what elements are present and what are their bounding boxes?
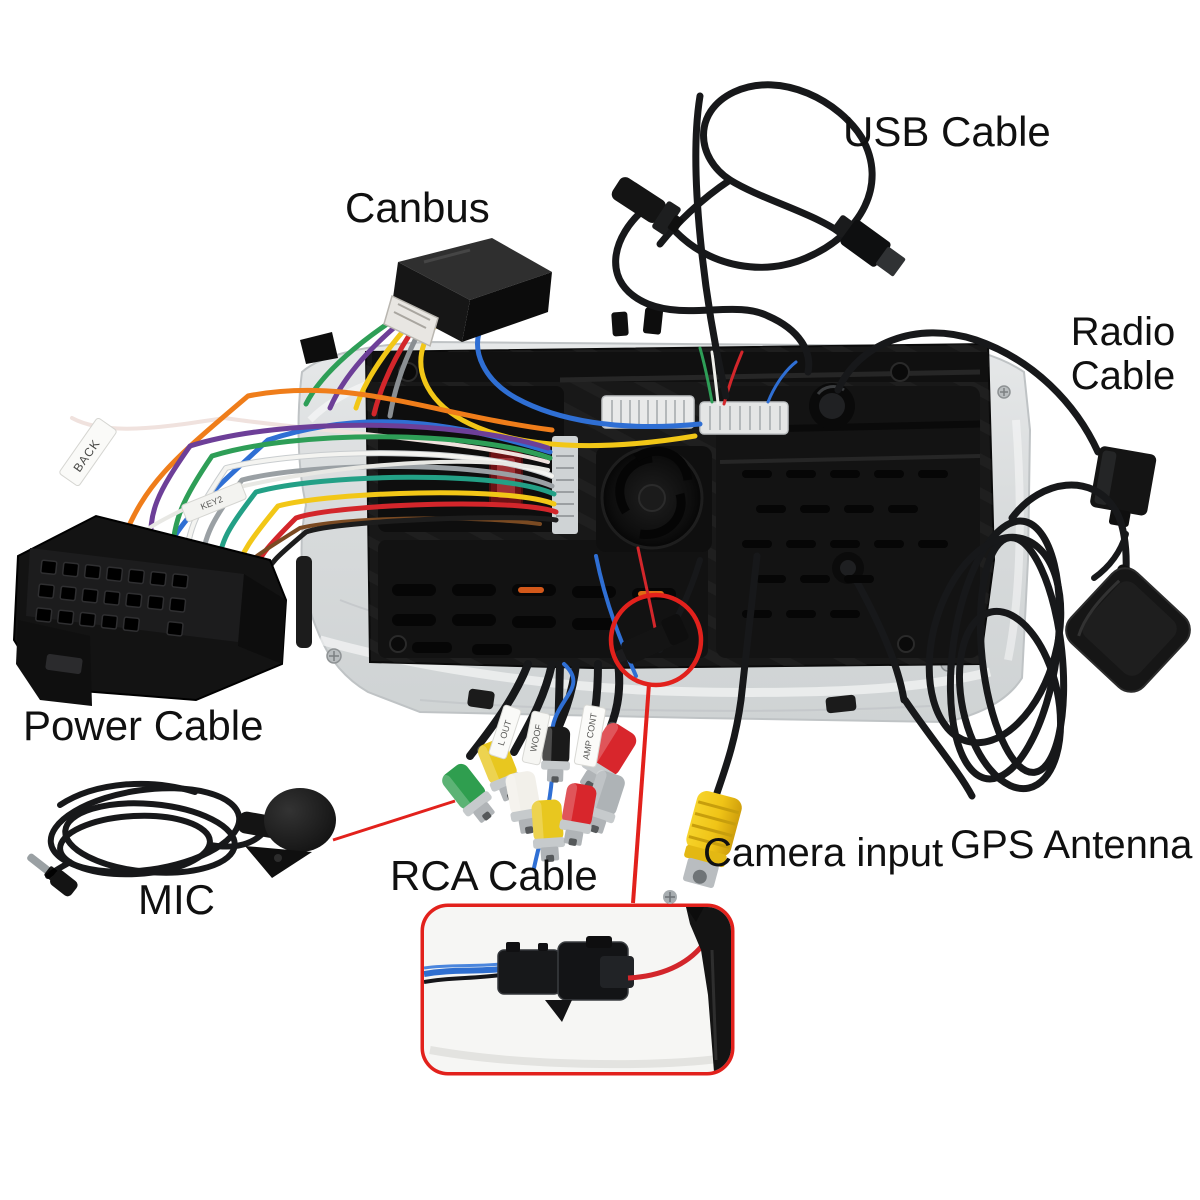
- camera-rca-plug: [682, 790, 742, 888]
- inset-screw: [663, 890, 677, 904]
- bottom-tab: [825, 694, 857, 714]
- head-unit-rear: [296, 307, 1032, 724]
- label-camera-input: Camera input: [703, 831, 943, 875]
- rca-tag-lout: L OUT: [488, 704, 522, 760]
- mic-jack: [27, 853, 78, 897]
- rail-end: [300, 332, 338, 364]
- rca-cables: L OUT WOOF AMP CONT: [438, 658, 641, 870]
- plate-bracket: [296, 556, 312, 648]
- label-gps-antenna: GPS Antenna: [950, 823, 1193, 867]
- harness-socket: [552, 436, 578, 534]
- label-canbus: Canbus: [345, 184, 490, 231]
- wire-tag-back: BACK: [59, 417, 117, 487]
- usb-cable: [611, 81, 906, 400]
- board-wires: [698, 346, 798, 406]
- mounting-tab: [642, 307, 664, 335]
- usb-extension-plug: [611, 177, 684, 235]
- rca-tag-ampcont: AMP CONT: [573, 704, 607, 768]
- mounting-tab: [611, 311, 629, 337]
- canbus-wires: [303, 319, 419, 419]
- radio-antenna-socket: [809, 383, 855, 429]
- inset-photo: [424, 907, 731, 1072]
- board-connectors: [601, 395, 789, 435]
- label-radio-line2: Cable: [1071, 354, 1176, 398]
- mic-head: [237, 788, 336, 878]
- label-radio-line1: Radio: [1071, 310, 1176, 354]
- gps-antenna: [901, 481, 1191, 800]
- annotation-line-mic: [332, 799, 456, 842]
- microphone: [27, 780, 336, 897]
- rca-tag-woofer: WOOF: [521, 710, 551, 766]
- labels: USB Cable Canbus Radio Cable Power Cable…: [23, 108, 1193, 923]
- annotation-leader-line: [631, 683, 651, 904]
- inset-detail: [420, 890, 735, 1076]
- label-power-cable: Power Cable: [23, 702, 263, 749]
- camera-input-connector: [682, 552, 761, 888]
- mic-clip: [245, 846, 312, 878]
- label-usb-cable: USB Cable: [843, 108, 1051, 155]
- glow-slot: [518, 587, 544, 593]
- chassis-screws: [389, 362, 915, 653]
- label-mic: MIC: [138, 876, 215, 923]
- mic-cable-coil: [45, 780, 265, 879]
- power-harness: BACK KEY2: [59, 387, 559, 581]
- gps-cable-coil: [901, 481, 1130, 800]
- cooling-fan: [596, 446, 712, 552]
- power-connector: [12, 514, 288, 706]
- bottom-tab: [467, 688, 495, 710]
- gps-puck: [1065, 567, 1191, 693]
- back-wire: [70, 416, 550, 464]
- canbus-box: [303, 238, 703, 449]
- wire-tag-key: KEY2: [181, 482, 247, 522]
- annotation-circle: [608, 592, 704, 688]
- label-rca-cable: RCA Cable: [390, 852, 598, 899]
- usb-a-connector: [831, 215, 906, 277]
